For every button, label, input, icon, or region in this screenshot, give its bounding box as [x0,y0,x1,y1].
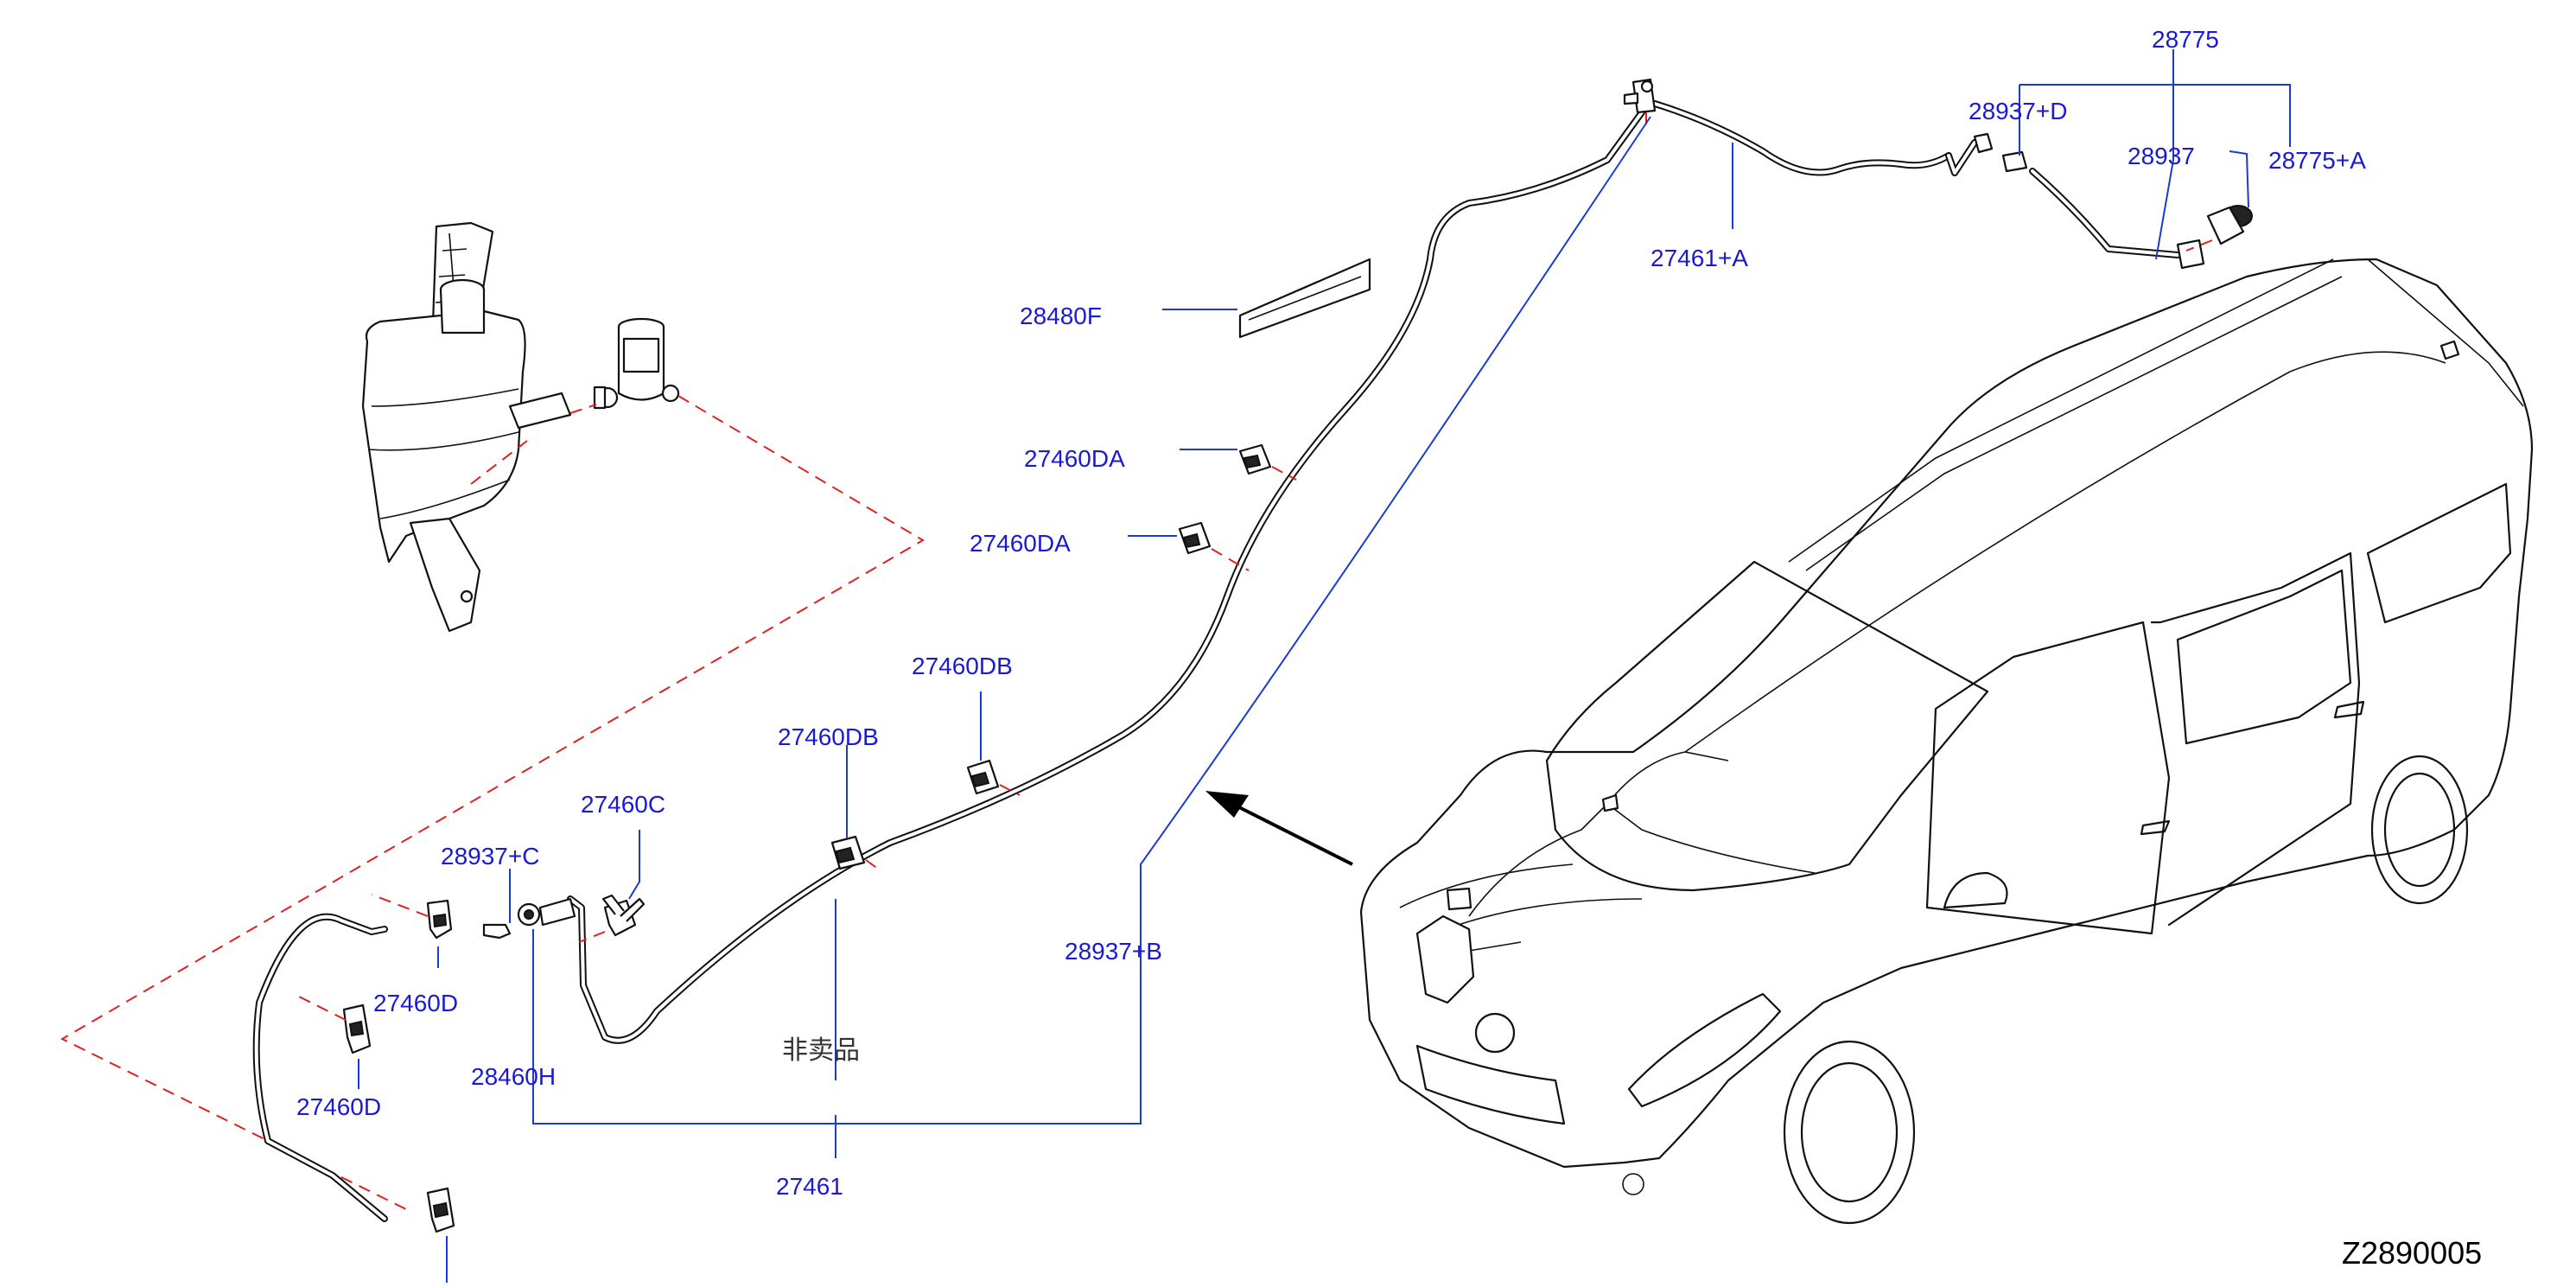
clip-27460d-3 [426,1187,455,1233]
clip-27460db-1 [966,759,1000,795]
washer-hose-27461 [252,109,1645,1222]
not-sold-label: 非卖品 [782,1035,860,1066]
vehicle-outline [1359,258,2534,1225]
callout-27461: 27461 [776,1173,843,1200]
callout-28937-b: 28937+B [1065,938,1162,965]
callout-28937-c: 28937+C [441,843,539,870]
callout-28937: 28937 [2128,143,2195,169]
rear-washer-nozzle [2176,205,2253,270]
leader-lines [358,49,2291,1283]
clip-dash-3 [999,784,1021,796]
callout-28775-a: 28775+A [2268,147,2366,174]
check-valve-28937-c [482,897,576,940]
clip-27460da-1 [1238,443,1272,475]
clip-dash-1 [1271,466,1297,481]
tank-assembly-line [60,395,925,1211]
callout-27461-a: 27461+A [1651,245,1748,271]
clip-dash-2 [1211,548,1250,571]
callout-28480f: 28480F [1020,303,1102,329]
washer-hose-27461-a [1651,100,2181,258]
callout-28460h: 28460H [471,1063,556,1090]
diagram-id: Z2890005 [2342,1235,2482,1271]
clip-dash-5 [578,931,606,943]
callout-27460db-1: 27460DB [912,653,1013,679]
callout-27460da-1: 27460DA [1024,445,1125,472]
callout-27460d-1: 27460D [373,990,458,1016]
clip-27460c [601,894,646,937]
callout-27460d-2: 27460D [296,1093,381,1120]
direction-arrow [1205,791,1353,866]
callout-28937-d: 28937+D [1969,98,2067,124]
callout-27460c: 27460C [581,791,665,818]
clip-dash-4 [865,859,882,872]
clip-dash-7 [293,993,347,1021]
callout-27460da-2: 27460DA [970,530,1071,557]
clip-27460d-1 [426,899,453,940]
clip-27460da-2 [1178,521,1212,555]
t-connector-top [1623,78,1657,114]
label-plate-28480f [1238,258,1371,339]
washer-tank [361,221,680,633]
check-valve-28937-d [1973,132,2028,173]
clip-dash-6 [371,894,429,917]
clip-27460db-2 [830,835,866,870]
callout-28775: 28775 [2152,26,2219,53]
callout-27460db-2: 27460DB [778,723,879,750]
clip-27460d-2 [342,1003,372,1054]
